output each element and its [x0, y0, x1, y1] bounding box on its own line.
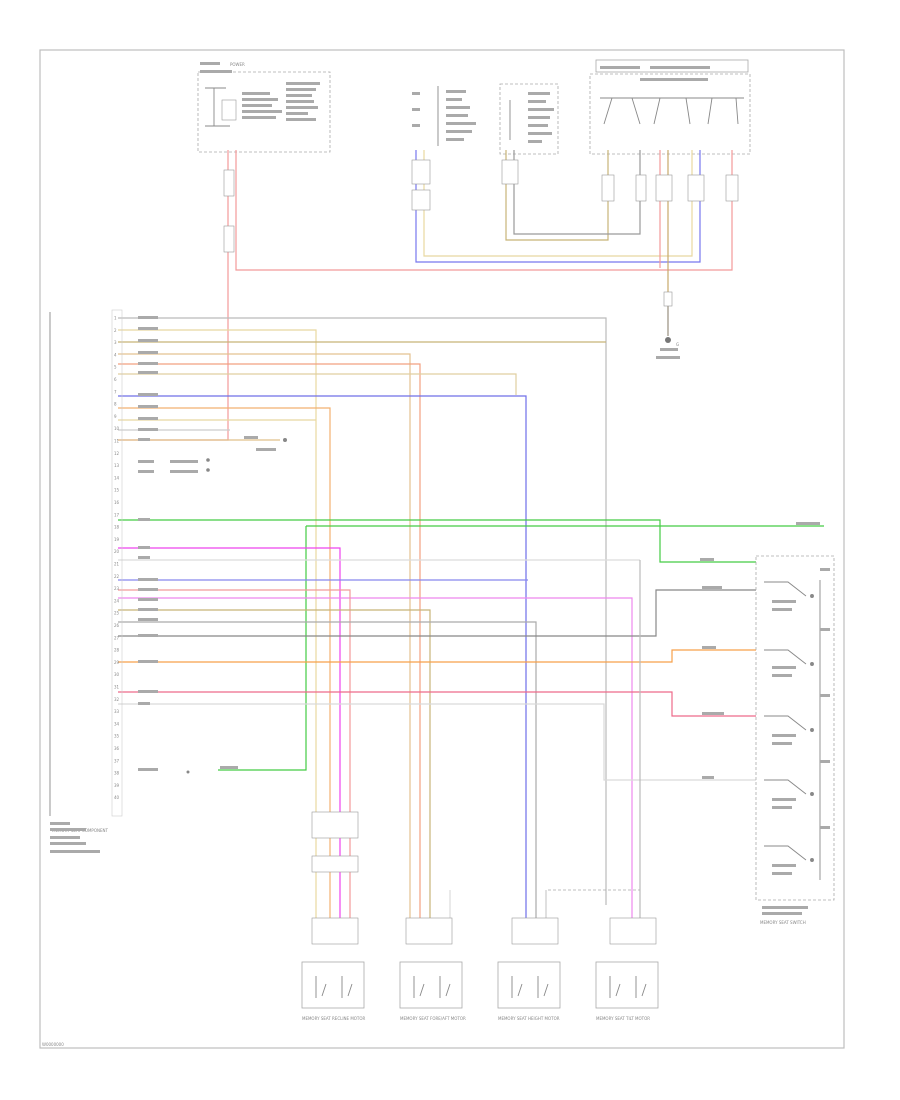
bottom-motors: MEMORY SEAT RECLINE MOTOR MEMORY SEAT FOR…: [301, 961, 659, 1021]
module-pin-number: 38: [114, 771, 120, 776]
module-pin-number: 4: [114, 352, 117, 357]
module-pin-number: 39: [114, 783, 120, 788]
module-pin-number: 23: [114, 586, 120, 591]
right-switch-assembly: MEMORY SEAT SWITCH: [755, 555, 835, 925]
fuse-relay-box: POWER: [197, 62, 331, 153]
module-pin-number: 3: [114, 340, 117, 345]
motor-box: [497, 961, 561, 1009]
module-pin-number: 10: [114, 426, 120, 431]
relay-label: POWER: [230, 62, 245, 67]
motor-symbol: [413, 976, 451, 998]
module-pin-number: 7: [114, 389, 117, 394]
diagram-frame: [39, 49, 845, 1049]
module-pin-number: 29: [114, 660, 120, 665]
module-pin-number: 36: [114, 746, 120, 751]
motor-symbol: [315, 976, 353, 998]
module-pin-number: 16: [114, 500, 120, 505]
module-pin-number: 19: [114, 537, 120, 542]
module-pin-number: 5: [114, 365, 117, 370]
motor-title: MEMORY SEAT FORE/AFT MOTOR: [400, 1016, 466, 1021]
upper-right-module: [589, 59, 751, 155]
motor-title: MEMORY SEAT HEIGHT MOTOR: [498, 1016, 560, 1021]
module-pin-number: 31: [114, 685, 120, 690]
motor-title: MEMORY SEAT RECLINE MOTOR: [302, 1016, 366, 1021]
motor-symbol: [511, 976, 549, 998]
module-pin-number: 35: [114, 734, 120, 739]
wire-codes: [138, 316, 820, 779]
ground-label: G: [676, 342, 679, 347]
motor-title: MEMORY SEAT TILT MOTOR: [596, 1016, 650, 1021]
module-pin-number: 32: [114, 697, 120, 702]
ground-symbol: G: [656, 300, 680, 359]
motor-connector-upper: [311, 811, 657, 945]
motor-4: MEMORY SEAT TILT MOTOR: [595, 961, 659, 1021]
module-pin-number: 18: [114, 525, 120, 530]
module-pin-number: 21: [114, 562, 120, 567]
motor-box: [301, 961, 365, 1009]
right-switch-title: MEMORY SEAT SWITCH: [760, 920, 806, 925]
module-pin-number: 22: [114, 574, 120, 579]
module-pin-number: 11: [114, 439, 120, 444]
module-pin-number: 8: [114, 402, 117, 407]
motor-2: MEMORY SEAT FORE/AFT MOTOR: [399, 961, 466, 1021]
module-pin-number: 12: [114, 451, 120, 456]
pin20-ground: [186, 438, 287, 774]
module-pin-number: 34: [114, 721, 120, 726]
motor-1: MEMORY SEAT RECLINE MOTOR: [301, 961, 366, 1021]
motor-box: [399, 961, 463, 1009]
motor-box: [595, 961, 659, 1009]
module-pin-number: 24: [114, 598, 120, 603]
top-connectors: [223, 159, 739, 307]
module-pin-column: 1234567891011121314151617181920212223242…: [49, 309, 123, 853]
module-pin-number: 17: [114, 512, 120, 517]
module-pin-number: 14: [114, 475, 120, 480]
module-pin-number: 15: [114, 488, 120, 493]
module-pin-number: 13: [114, 463, 120, 468]
module-pin-number: 33: [114, 709, 120, 714]
wire-harness: [118, 150, 824, 920]
upper-switch-box: [412, 83, 559, 155]
module-pin-number: 6: [114, 377, 117, 382]
module-pin-number: 26: [114, 623, 120, 628]
footer-code: W0000000: [42, 1042, 64, 1047]
module-pin-number: 20: [114, 549, 120, 554]
module-pin-number: 27: [114, 635, 120, 640]
module-pin-number: 9: [114, 414, 117, 419]
module-pin-number: 2: [114, 328, 117, 333]
module-pin-number: 30: [114, 672, 120, 677]
module-pin-number: 40: [114, 795, 120, 800]
module-pin-number: 28: [114, 648, 120, 653]
module-pin-number: 25: [114, 611, 120, 616]
motor-symbol: [609, 976, 647, 998]
module-pin-number: 37: [114, 758, 120, 763]
motor-3: MEMORY SEAT HEIGHT MOTOR: [497, 961, 561, 1021]
module-pin-number: 1: [114, 316, 117, 321]
